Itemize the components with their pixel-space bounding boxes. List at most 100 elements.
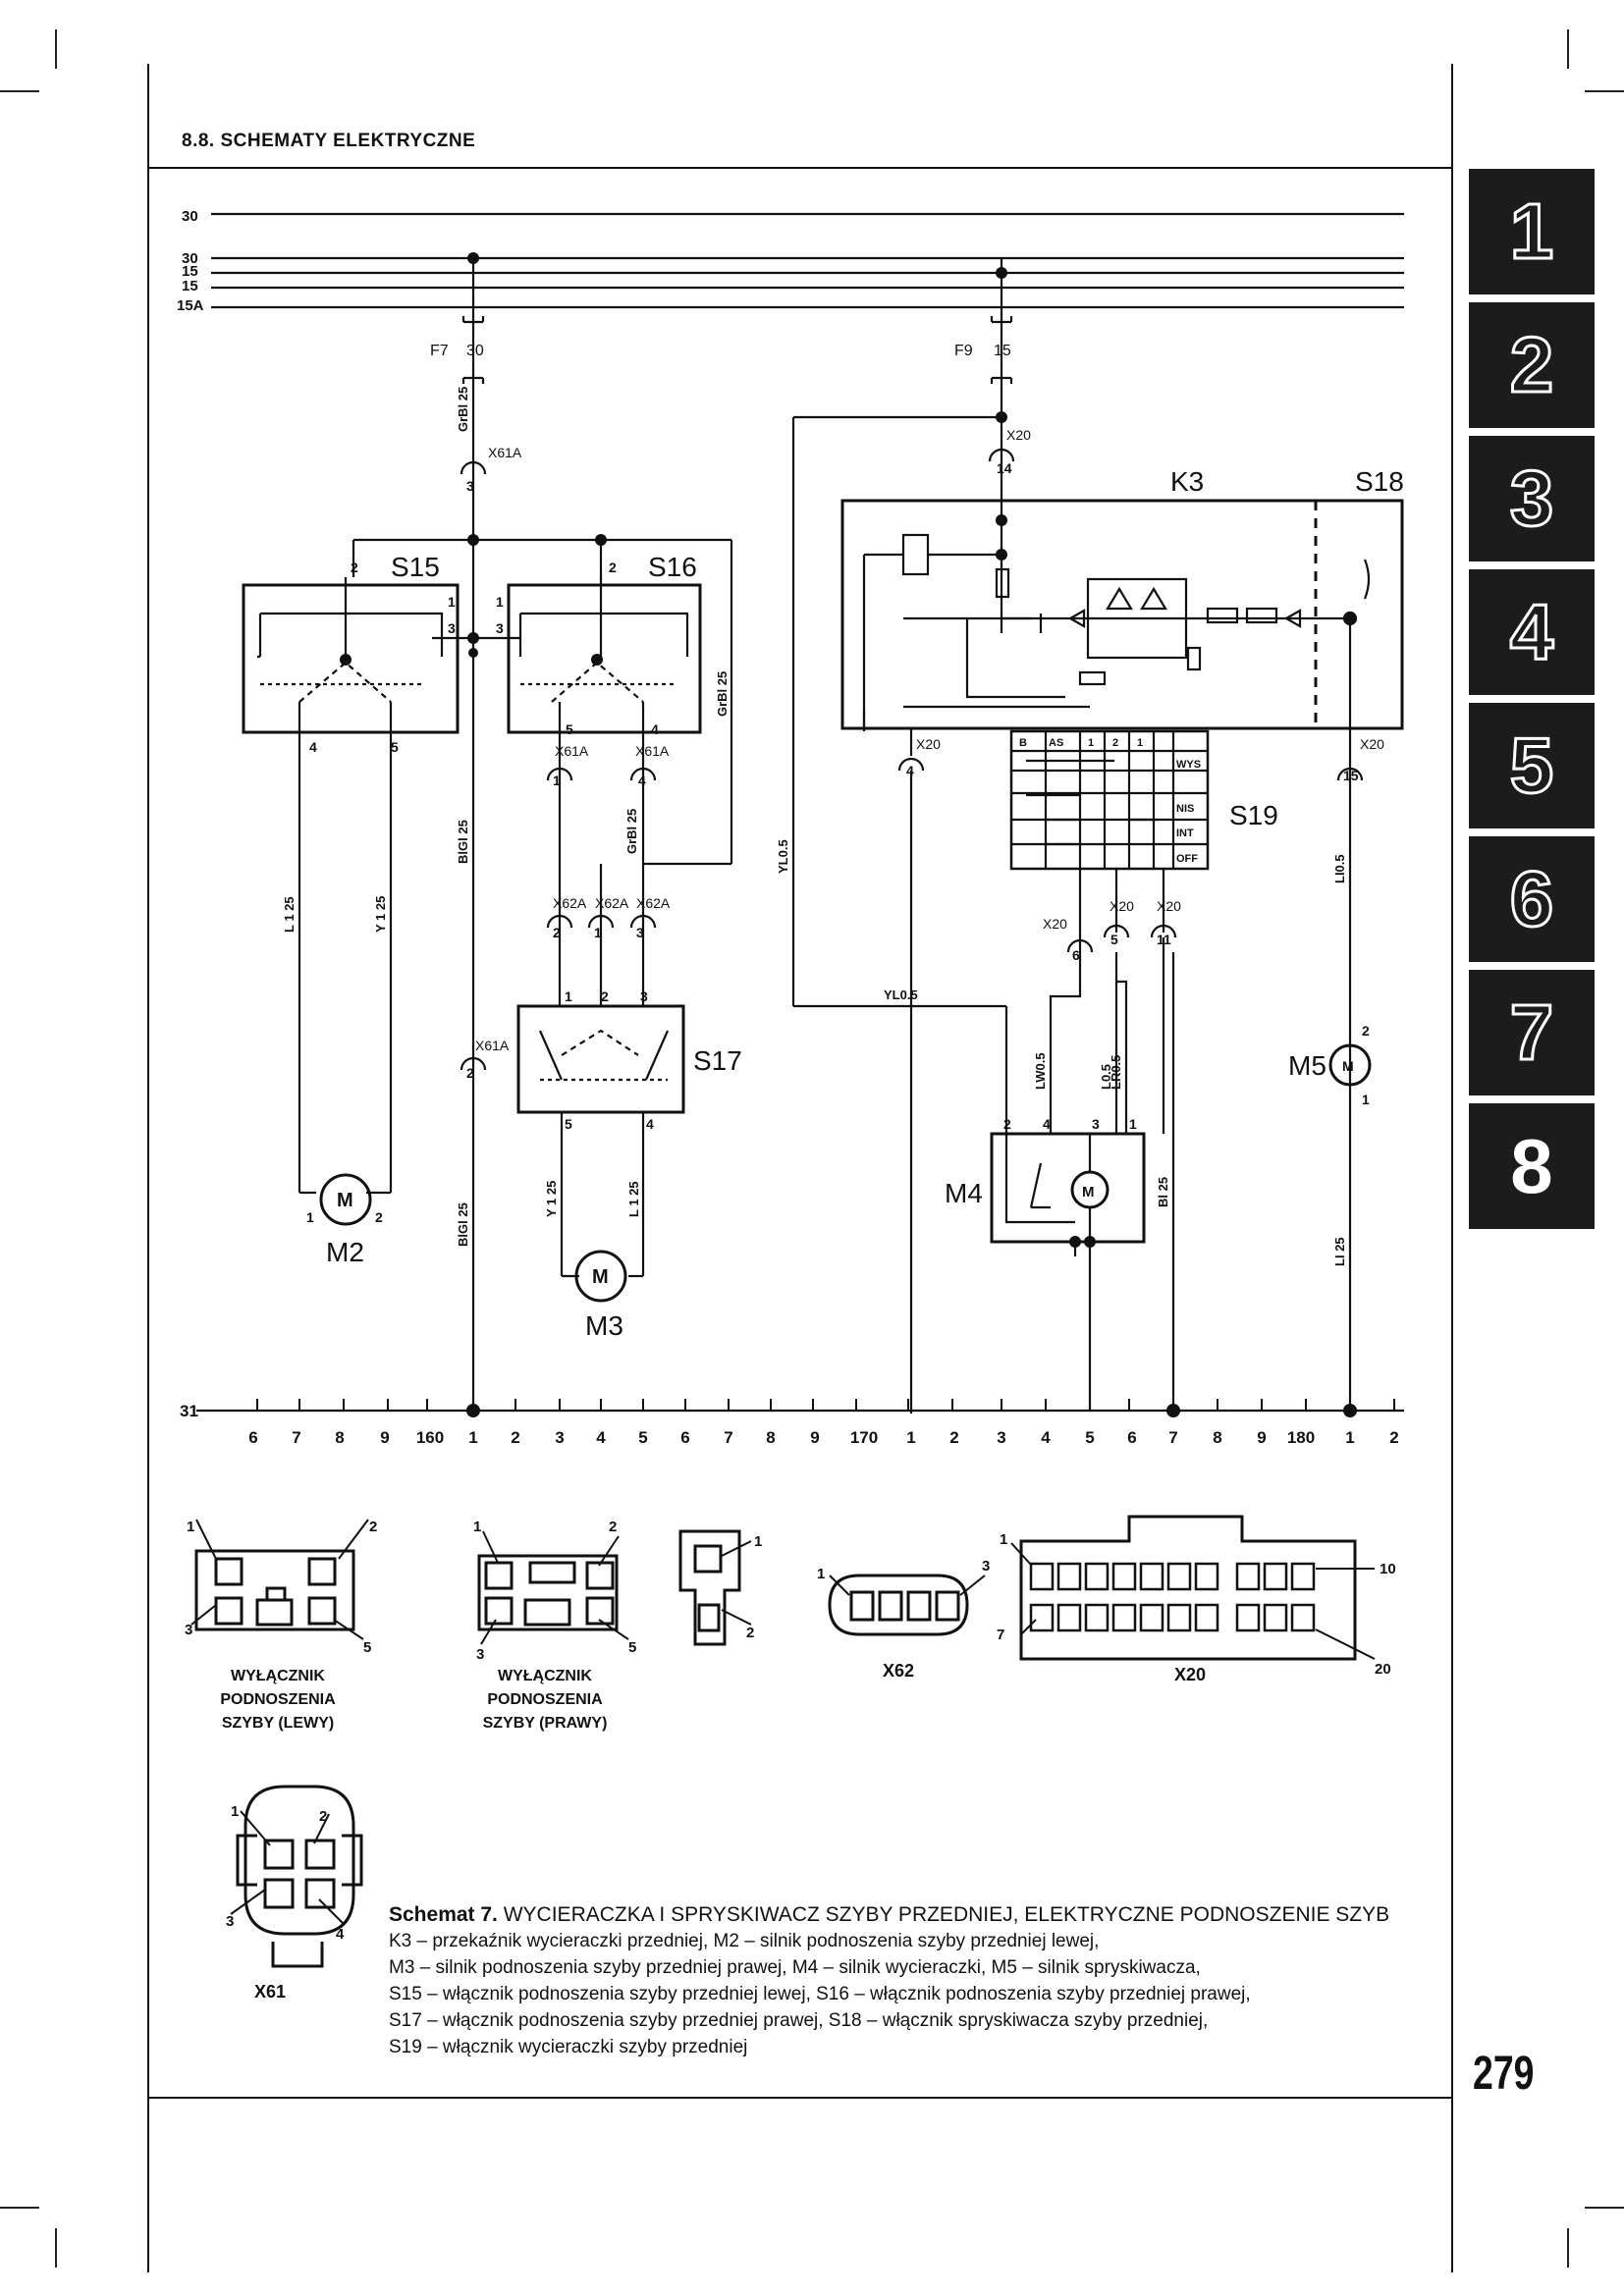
svg-text:2: 2: [375, 1209, 383, 1225]
chapter-tab-8-active[interactable]: 8: [1469, 1103, 1595, 1229]
connector-caption: X62: [883, 1661, 914, 1681]
svg-text:2: 2: [369, 1519, 377, 1535]
footer-rule: [147, 2097, 1453, 2099]
svg-text:7: 7: [292, 1428, 300, 1447]
connector-label: X20: [916, 736, 941, 752]
chapter-tab-7[interactable]: 7: [1469, 970, 1595, 1095]
svg-text:4: 4: [1043, 1116, 1051, 1132]
wire-label: YL0.5: [776, 839, 790, 874]
connector-label: X20: [1157, 898, 1181, 914]
svg-text:11: 11: [1157, 932, 1171, 947]
svg-text:1: 1: [468, 1428, 477, 1447]
wire-label: BlGl 25: [456, 820, 470, 864]
rail-label: 15: [182, 263, 198, 280]
svg-text:2: 2: [553, 925, 561, 940]
svg-text:9: 9: [380, 1428, 389, 1447]
chapter-tab-1[interactable]: 1: [1469, 169, 1595, 294]
wire-label: YL0.5: [884, 988, 918, 1002]
svg-text:OFF: OFF: [1176, 853, 1198, 865]
svg-text:3: 3: [982, 1558, 990, 1575]
wire-label: GrBl 25: [456, 387, 470, 432]
wire-label: BlGl 25: [456, 1202, 470, 1247]
svg-text:2: 2: [609, 1519, 617, 1535]
svg-text:3: 3: [1092, 1116, 1100, 1132]
svg-text:3: 3: [496, 620, 504, 636]
svg-text:5: 5: [363, 1639, 371, 1656]
svg-text:14: 14: [997, 460, 1012, 476]
component-label: M4: [945, 1178, 983, 1208]
fuse-value: 30: [466, 343, 484, 359]
wire-label: LI0.5: [1332, 854, 1347, 883]
wire-label: GrBl 25: [715, 671, 730, 717]
svg-text:2: 2: [1389, 1428, 1398, 1447]
connector-caption: PODNOSZENIA: [220, 1691, 336, 1708]
svg-text:8: 8: [766, 1428, 775, 1447]
svg-text:M: M: [592, 1266, 609, 1288]
wire-label: LW0.5: [1033, 1052, 1048, 1090]
connector-caption: X20: [1174, 1665, 1206, 1684]
svg-text:2: 2: [319, 1808, 327, 1825]
svg-text:1: 1: [1362, 1092, 1370, 1107]
wire-label: L 1 25: [282, 896, 297, 933]
svg-text:B: B: [1019, 737, 1027, 749]
wire-label: L0.5: [1099, 1064, 1113, 1090]
svg-text:7: 7: [997, 1627, 1004, 1643]
crop-mark: [55, 29, 57, 69]
svg-text:3: 3: [636, 925, 644, 940]
chapter-tab-2[interactable]: 2: [1469, 302, 1595, 428]
svg-text:2: 2: [1362, 1023, 1370, 1039]
fuse-label: F9: [954, 343, 973, 359]
chapter-tab-6[interactable]: 6: [1469, 836, 1595, 962]
svg-text:1: 1: [473, 1519, 481, 1535]
wire-label: Y 1 25: [544, 1181, 559, 1217]
wire-label: LR0.5: [1109, 1055, 1123, 1090]
caption-line: K3 – przekaźnik wycieraczki przedniej, M…: [389, 1931, 1100, 1951]
connector-label: X20: [1110, 898, 1134, 914]
svg-text:3: 3: [997, 1428, 1005, 1447]
component-label: S15: [391, 552, 440, 582]
schematic-caption: Schemat 7. WYCIERACZKA I SPRYSKIWACZ SZY…: [389, 1901, 1420, 2060]
connector-caption: WYŁĄCZNIK: [231, 1668, 325, 1684]
svg-text:3: 3: [640, 988, 648, 1004]
svg-text:2: 2: [466, 1065, 474, 1081]
connector-label: X20: [1006, 427, 1031, 443]
rail-label: 30: [182, 208, 198, 225]
svg-text:1: 1: [817, 1566, 825, 1582]
svg-text:1: 1: [306, 1209, 314, 1225]
svg-text:3: 3: [555, 1428, 564, 1447]
chapter-tab-5[interactable]: 5: [1469, 703, 1595, 828]
svg-text:4: 4: [906, 763, 914, 778]
crop-mark: [1567, 29, 1569, 69]
wire-label: Bl 25: [1156, 1177, 1170, 1207]
svg-text:2: 2: [1112, 737, 1118, 749]
connector-label: X61A: [475, 1038, 510, 1053]
svg-text:2: 2: [949, 1428, 958, 1447]
svg-text:4: 4: [336, 1926, 345, 1943]
component-label: S16: [648, 552, 697, 582]
right-margin-rule: [1451, 64, 1453, 2272]
svg-text:2: 2: [351, 560, 358, 575]
connector-label: X20: [1043, 916, 1067, 932]
svg-text:3: 3: [476, 1646, 484, 1663]
svg-text:1: 1: [906, 1428, 915, 1447]
crop-mark: [1585, 2207, 1624, 2209]
rail-label: 15A: [177, 297, 204, 314]
connector-label: X61A: [555, 743, 589, 759]
chapter-tab-4[interactable]: 4: [1469, 569, 1595, 695]
fuse-value: 15: [994, 343, 1011, 359]
svg-text:M: M: [1082, 1184, 1095, 1201]
svg-text:1: 1: [1129, 1116, 1137, 1132]
wire-label: GrBl 25: [624, 809, 639, 854]
connector-label: X62A: [553, 895, 587, 911]
svg-text:AS: AS: [1049, 737, 1063, 749]
page-number: 279: [1473, 2048, 1535, 2100]
svg-text:NIS: NIS: [1176, 803, 1194, 815]
caption-title: WYCIERACZKA I SPRYSKIWACZ SZYBY PRZEDNIE…: [503, 1903, 1390, 1926]
svg-text:2: 2: [609, 560, 617, 575]
crop-mark: [55, 2228, 57, 2268]
svg-text:7: 7: [724, 1428, 732, 1447]
chapter-tab-3[interactable]: 3: [1469, 436, 1595, 561]
svg-text:M: M: [1342, 1058, 1354, 1074]
svg-text:10: 10: [1380, 1561, 1396, 1577]
